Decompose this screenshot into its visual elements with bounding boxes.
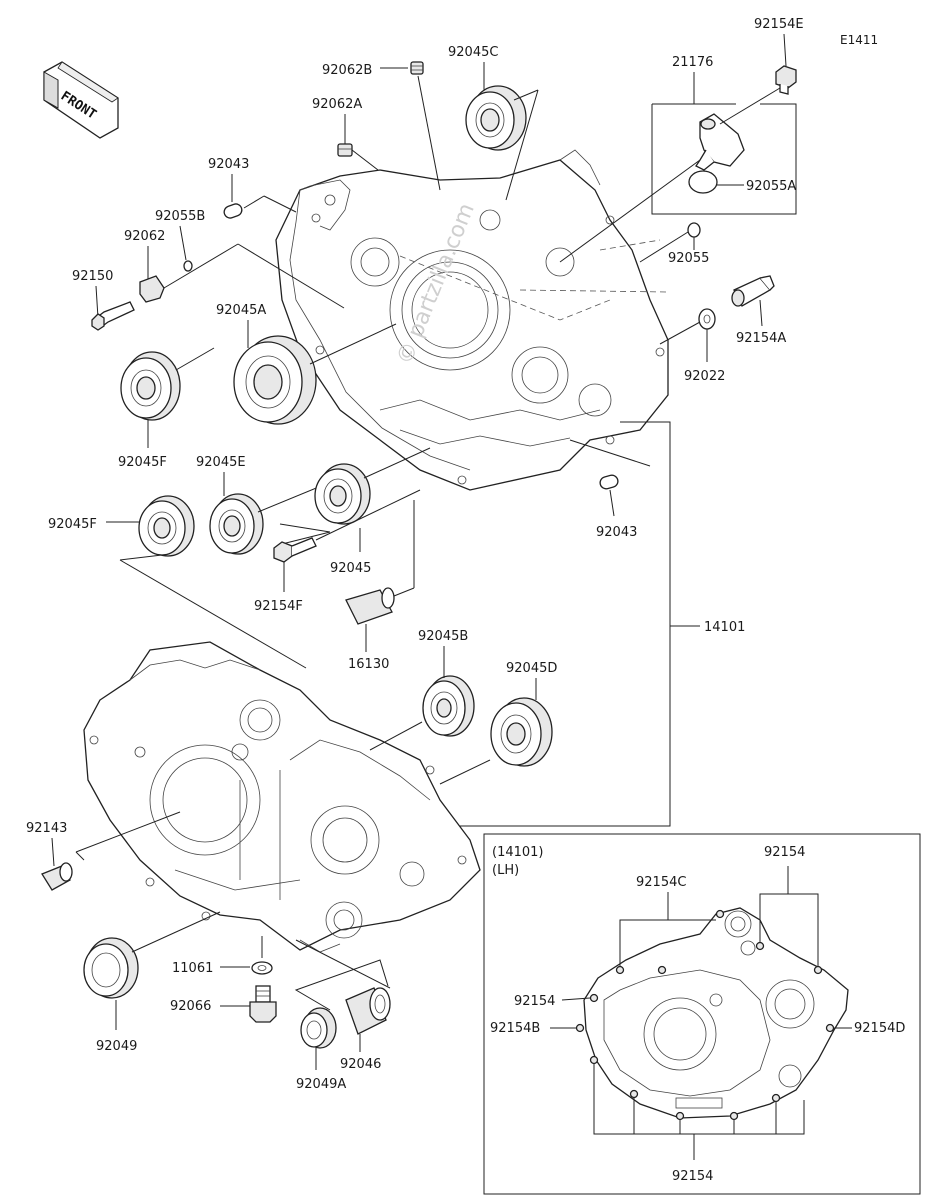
label-92045D: 92045D: [506, 661, 557, 676]
label-92045: 92045: [330, 561, 371, 576]
label-92062B: 92062B: [322, 63, 372, 78]
dowel-pin-92043-top: [223, 203, 243, 219]
left-crankcase-half: [83, 641, 481, 953]
bearing-92045: [314, 463, 371, 525]
inset-label-92154D: 92154D: [854, 1021, 905, 1036]
inset-title-part: (14101): [492, 845, 544, 860]
label-92055B: 92055B: [155, 209, 205, 224]
diagram-code: E1411: [840, 33, 878, 47]
label-21176: 21176: [672, 55, 713, 70]
inset-label-92154-top: 92154: [764, 845, 805, 860]
bearing-92045E: [209, 493, 264, 555]
drain-plug-92066: [249, 985, 277, 1023]
label-92043-top: 92043: [208, 157, 249, 172]
label-92046: 92046: [340, 1057, 381, 1072]
label-92062A: 92062A: [312, 97, 362, 112]
dowel-pin-92043-right: [599, 474, 619, 490]
label-92049: 92049: [96, 1039, 137, 1054]
label-92045A: 92045A: [216, 303, 266, 318]
oil-seal-92049A: [300, 1007, 337, 1049]
sensor-part-21176: [695, 113, 745, 171]
label-11061: 11061: [172, 961, 213, 976]
bearing-92045A: [233, 335, 317, 425]
o-ring-92055B: [183, 260, 193, 272]
bolt-92154F: [273, 537, 317, 563]
collar-92143: [41, 862, 73, 891]
label-16130: 16130: [348, 657, 389, 672]
label-92049A: 92049A: [296, 1077, 346, 1092]
fitting-92062: [139, 275, 165, 303]
label-92043-right: 92043: [596, 525, 637, 540]
label-92154E: 92154E: [754, 17, 804, 32]
bolt-92150: [91, 301, 135, 331]
label-92045B: 92045B: [418, 629, 468, 644]
label-92150: 92150: [72, 269, 113, 284]
label-92045F-upper: 92045F: [118, 455, 167, 470]
inset-title-side: (LH): [492, 863, 519, 878]
washer-11061: [251, 961, 273, 975]
front-arrow-icon: FRONT: [43, 61, 119, 139]
inset-label-92154-bottom: 92154: [672, 1169, 713, 1184]
label-92045F-lower: 92045F: [48, 517, 97, 532]
plug-92062A: [337, 143, 353, 157]
label-92022: 92022: [684, 369, 725, 384]
switch-92154A: [731, 275, 775, 307]
bearing-92045D: [490, 697, 553, 767]
label-92055: 92055: [668, 251, 709, 266]
holder-16130: [345, 587, 395, 625]
label-92154F: 92154F: [254, 599, 303, 614]
washer-92055: [687, 222, 701, 238]
bolt-92154E: [775, 65, 797, 95]
inset-lh-crankcase: (14101) (LH): [483, 833, 921, 1195]
label-92045E: 92045E: [196, 455, 246, 470]
bearing-92045F-lower: [138, 495, 195, 557]
needle-bearing-92046: [345, 987, 391, 1035]
washer-92022: [698, 308, 716, 330]
o-ring-92055A: [688, 170, 718, 194]
label-92062: 92062: [124, 229, 165, 244]
bearing-92045B: [422, 675, 475, 737]
label-92055A: 92055A: [746, 179, 796, 194]
plug-92062B: [410, 61, 424, 75]
inset-label-92154B: 92154B: [490, 1021, 540, 1036]
right-crankcase-half: [275, 149, 669, 491]
inset-label-92154-left: 92154: [514, 994, 555, 1009]
bearing-92045C: [465, 85, 527, 151]
label-92045C: 92045C: [448, 45, 498, 60]
label-92154A: 92154A: [736, 331, 786, 346]
oil-seal-92049: [83, 937, 139, 999]
label-92066: 92066: [170, 999, 211, 1014]
label-14101: 14101: [704, 620, 745, 635]
inset-label-92154C: 92154C: [636, 875, 686, 890]
bearing-92045F-upper: [120, 351, 181, 421]
label-92143: 92143: [26, 821, 67, 836]
